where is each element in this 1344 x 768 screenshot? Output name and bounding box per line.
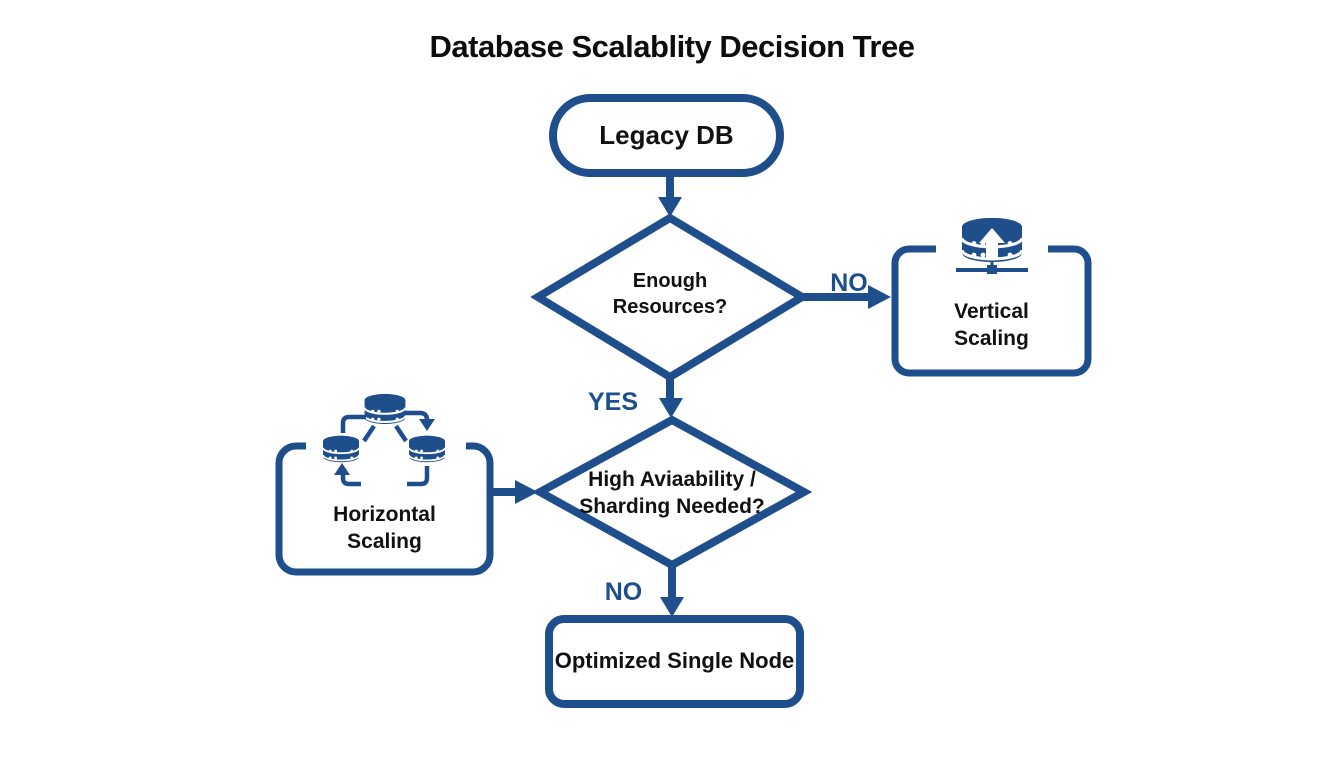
high-availability-label: High Aviaability / Sharding Needed? — [579, 467, 765, 518]
edge-label-no-optimized: NO — [604, 577, 643, 606]
optimized-single-node — [545, 615, 804, 708]
horizontal-scaling-label: Horizontal Scaling — [333, 502, 436, 553]
edge-label-yes: YES — [587, 387, 639, 416]
edge-enough-no-to-vertical — [802, 285, 891, 309]
database-scale-up-icon — [956, 216, 1028, 274]
legacy-db-label: Legacy DB — [599, 119, 734, 150]
vertical-scaling-label: Vertical Scaling — [954, 299, 1029, 350]
edge-horizontal-to-ha — [490, 480, 538, 504]
arrowhead-right-icon — [515, 480, 538, 504]
edge-legacy-to-enough — [658, 174, 682, 217]
edge-ha-no-to-optimized — [660, 565, 684, 617]
arrowhead-down-icon — [659, 398, 683, 418]
edge-label-no-vertical: NO — [830, 268, 868, 297]
edge-enough-yes-to-ha — [659, 377, 683, 418]
arrowhead-down-icon — [660, 597, 684, 617]
arrowhead-down-icon — [658, 197, 682, 217]
arrowhead-right-icon — [868, 285, 891, 309]
page-title: Database Scalablity Decision Tree — [429, 29, 915, 64]
database-cluster-icon — [322, 393, 446, 487]
legacy-db-node — [549, 94, 784, 177]
enough-resources-label: Enough Resources? — [612, 270, 728, 318]
optimized-single-node-label: Optimized Single Node — [554, 648, 795, 674]
